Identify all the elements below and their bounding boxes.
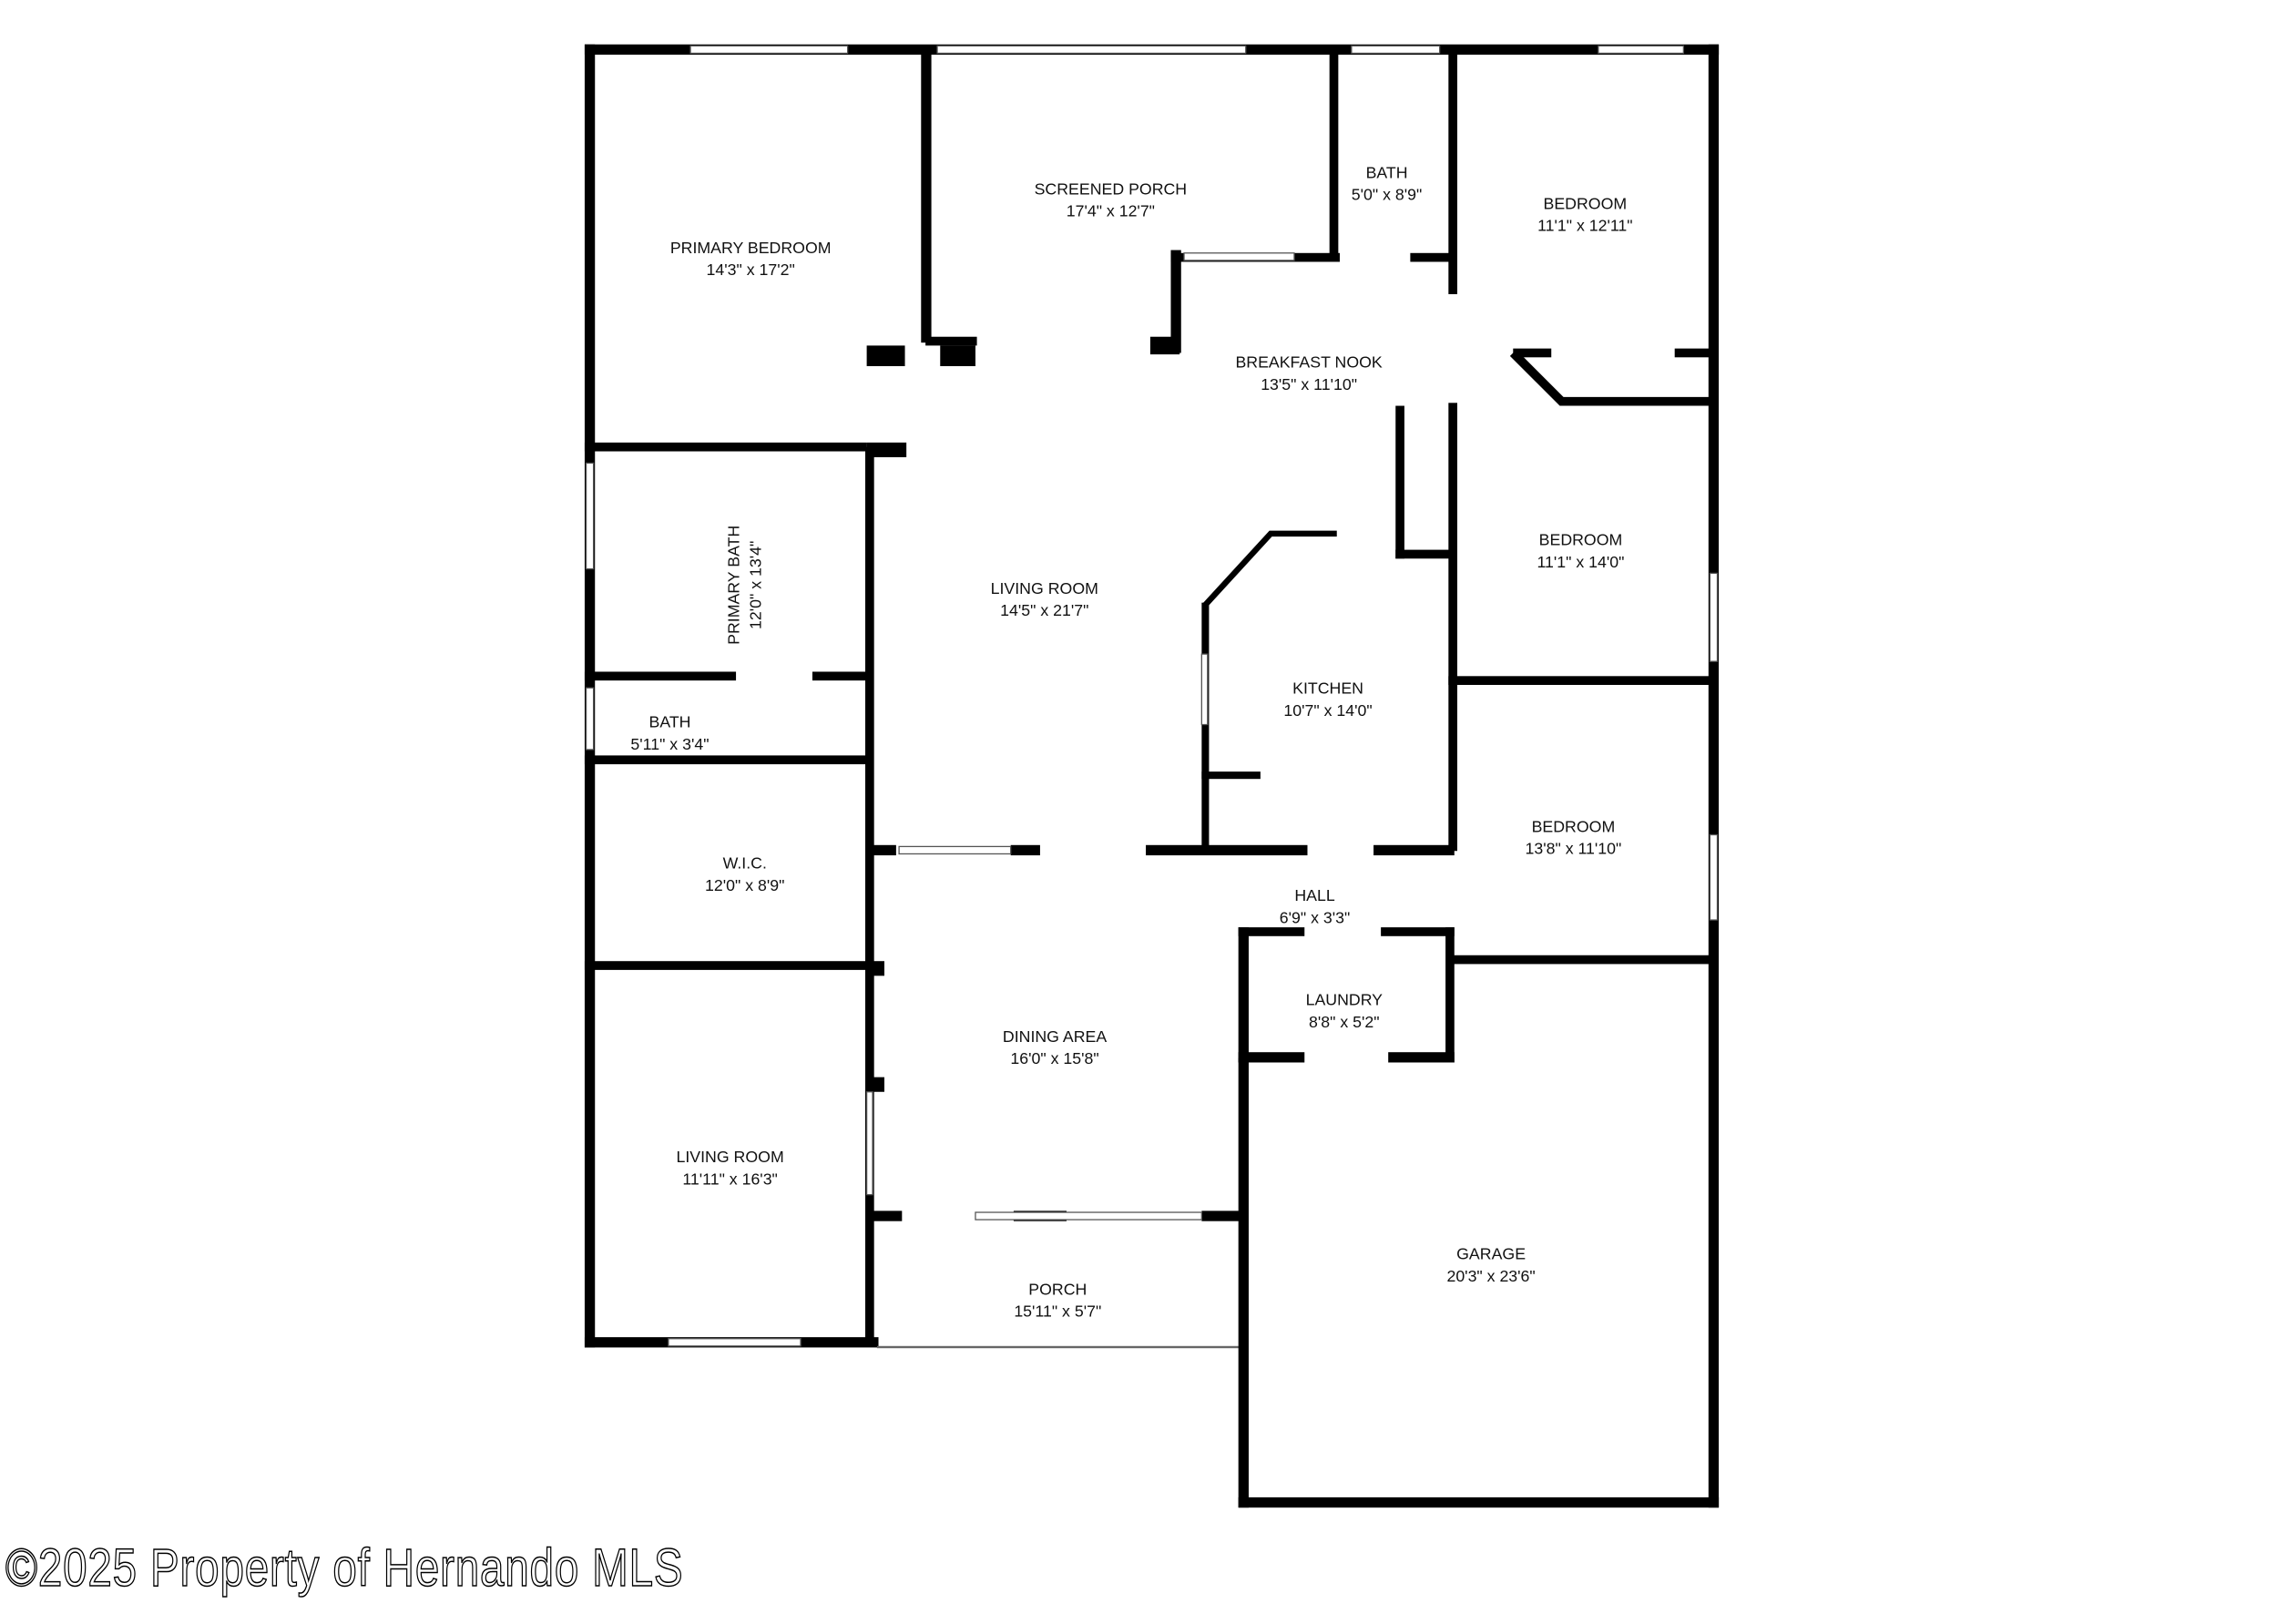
room-wic: W.I.C. 12'0" x 8'9"	[705, 854, 784, 894]
svg-text:GARAGE: GARAGE	[1456, 1245, 1526, 1263]
svg-text:12'0" x 13'4": 12'0" x 13'4"	[746, 541, 764, 629]
svg-text:PORCH: PORCH	[1028, 1280, 1087, 1298]
svg-text:16'0" x 15'8": 16'0" x 15'8"	[1010, 1049, 1098, 1067]
svg-text:HALL: HALL	[1294, 886, 1334, 904]
svg-text:20'3" x 23'6": 20'3" x 23'6"	[1446, 1267, 1535, 1285]
svg-text:14'3" x 17'2": 14'3" x 17'2"	[707, 260, 795, 279]
svg-text:13'5" x 11'10": 13'5" x 11'10"	[1261, 375, 1357, 393]
svg-text:11'11" x 16'3": 11'11" x 16'3"	[682, 1169, 778, 1188]
svg-text:10'7" x 14'0": 10'7" x 14'0"	[1283, 701, 1372, 720]
room-living-room: LIVING ROOM 14'5" x 21'7"	[991, 579, 1098, 619]
svg-text:5'11" x 3'4": 5'11" x 3'4"	[630, 735, 709, 753]
room-kitchen: KITCHEN 10'7" x 14'0"	[1283, 679, 1372, 720]
room-porch: PORCH 15'11" x 5'7"	[1014, 1280, 1101, 1320]
room-hall: HALL 6'9" x 3'3"	[1280, 886, 1351, 926]
svg-text:LIVING ROOM: LIVING ROOM	[991, 579, 1098, 598]
svg-text:BEDROOM: BEDROOM	[1532, 817, 1616, 835]
svg-text:LAUNDRY: LAUNDRY	[1306, 991, 1384, 1009]
room-dining-area: DINING AREA 16'0" x 15'8"	[1003, 1027, 1107, 1067]
svg-text:14'5" x 21'7": 14'5" x 21'7"	[1000, 601, 1088, 619]
room-bedroom-2: BEDROOM 11'1" x 14'0"	[1537, 531, 1625, 571]
svg-text:KITCHEN: KITCHEN	[1292, 679, 1363, 698]
room-bath-upper: BATH 5'0" x 8'9"	[1352, 164, 1423, 204]
room-breakfast-nook: BREAKFAST NOOK 13'5" x 11'10"	[1235, 353, 1382, 393]
svg-text:5'0" x 8'9": 5'0" x 8'9"	[1352, 186, 1423, 204]
room-living-room-2: LIVING ROOM 11'11" x 16'3"	[676, 1148, 783, 1188]
room-bedroom-1: BEDROOM 11'1" x 12'11"	[1537, 194, 1633, 234]
svg-text:BATH: BATH	[648, 713, 690, 731]
svg-text:DINING AREA: DINING AREA	[1003, 1027, 1107, 1046]
room-laundry: LAUNDRY 8'8" x 5'2"	[1306, 991, 1384, 1031]
room-screened-porch: SCREENED PORCH 17'4" x 12'7"	[1035, 179, 1188, 220]
svg-text:11'1" x 14'0": 11'1" x 14'0"	[1537, 553, 1625, 571]
svg-text:BEDROOM: BEDROOM	[1539, 531, 1623, 549]
room-garage: GARAGE 20'3" x 23'6"	[1446, 1245, 1535, 1285]
room-labels: PRIMARY BEDROOM 14'3" x 17'2" SCREENED PO…	[630, 164, 1632, 1321]
room-bedroom-3: BEDROOM 13'8" x 11'10"	[1526, 817, 1622, 857]
windows	[585, 45, 1719, 1347]
svg-text:17'4" x 12'7": 17'4" x 12'7"	[1067, 201, 1155, 220]
svg-text:BREAKFAST NOOK: BREAKFAST NOOK	[1235, 353, 1382, 372]
svg-text:LIVING ROOM: LIVING ROOM	[676, 1148, 783, 1166]
svg-text:BATH: BATH	[1366, 164, 1408, 182]
svg-text:15'11" x 5'7": 15'11" x 5'7"	[1014, 1302, 1101, 1321]
watermark: ©2025 Property of Hernando MLS	[5, 1537, 684, 1598]
svg-text:PRIMARY BEDROOM: PRIMARY BEDROOM	[670, 239, 832, 257]
svg-text:SCREENED PORCH: SCREENED PORCH	[1035, 179, 1188, 198]
svg-text:12'0" x 8'9": 12'0" x 8'9"	[705, 876, 784, 894]
svg-text:11'1" x 12'11": 11'1" x 12'11"	[1537, 217, 1633, 235]
svg-text:8'8" x 5'2": 8'8" x 5'2"	[1309, 1013, 1380, 1031]
room-primary-bedroom: PRIMARY BEDROOM 14'3" x 17'2"	[670, 239, 832, 279]
svg-text:BEDROOM: BEDROOM	[1544, 194, 1628, 212]
svg-text:W.I.C.: W.I.C.	[723, 854, 767, 873]
svg-text:PRIMARY BATH: PRIMARY BATH	[724, 526, 742, 645]
svg-text:13'8" x 11'10": 13'8" x 11'10"	[1526, 839, 1622, 857]
svg-text:6'9" x 3'3": 6'9" x 3'3"	[1280, 908, 1351, 926]
room-bath-lower: BATH 5'11" x 3'4"	[630, 713, 709, 753]
